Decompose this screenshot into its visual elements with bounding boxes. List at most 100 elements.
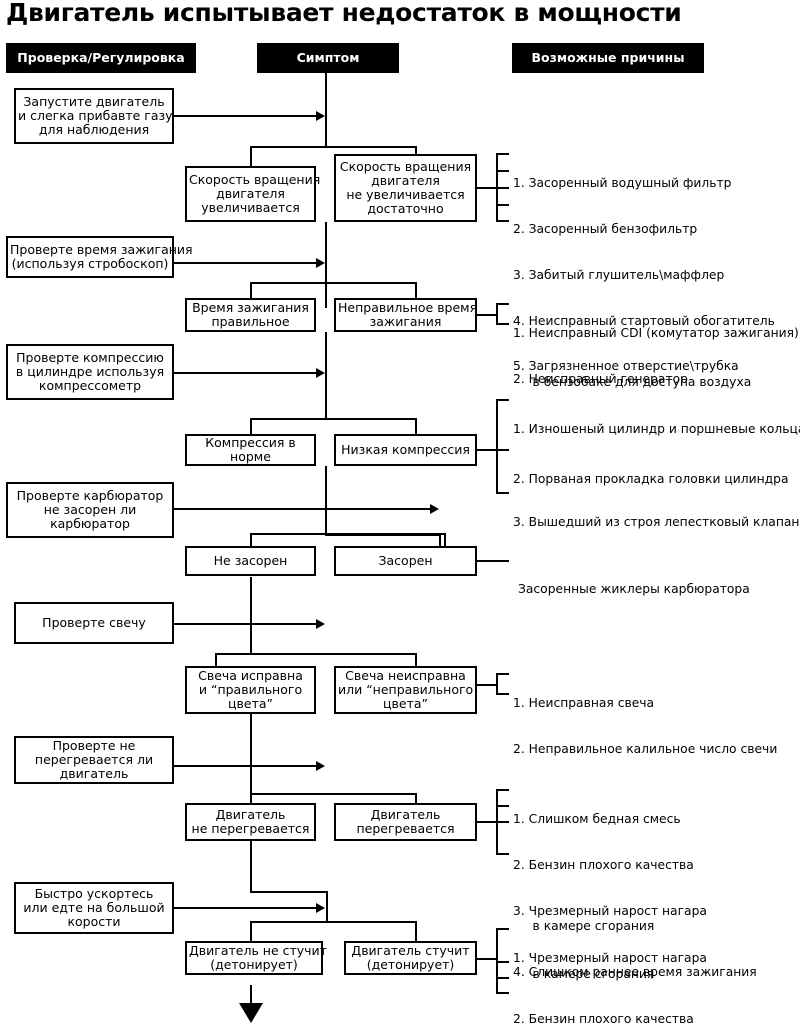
cause-item: 2. Бензин плохого качества xyxy=(513,1012,694,1027)
cause-item: 1. Неисправная свеча xyxy=(513,696,655,711)
cause-item: Засоренные жиклеры карбюратора xyxy=(518,582,750,597)
cause-lead-rpm xyxy=(477,187,497,189)
causes-list-compression-2: 2. Порваная прокладка головки цилиндра xyxy=(513,442,789,518)
causes-list-knock: 1. Чрезмерный нарост нагара в камере сго… xyxy=(513,921,709,1031)
spine-jog-accel xyxy=(250,891,328,893)
flow-end-arrow xyxy=(239,1003,263,1023)
cause-lead-overheating xyxy=(477,821,497,823)
cause-item: 1. Неисправный CDI (комутатор зажигания) xyxy=(513,326,799,341)
causes-list-rpm: 1. Засоренный водушный фильтр 2. Засорен… xyxy=(513,146,775,420)
column-header-symptom-label: Симптом xyxy=(296,50,360,66)
cause-tick-plug-2 xyxy=(496,693,509,695)
column-header-causes-label: Возможные причины xyxy=(531,50,685,66)
column-header-check-label: Проверка/Регулировка xyxy=(17,50,185,66)
spine-segment-7 xyxy=(250,841,252,893)
fork-2-bar xyxy=(250,282,417,284)
cause-item: 4. Неисправный стартовый обогатитель xyxy=(513,313,775,328)
cause-tick-rpm-5 xyxy=(496,220,509,222)
symptom-box-compression-bad-label: Низкая компрессия xyxy=(341,442,470,457)
cause-lead-carburetor xyxy=(477,560,509,562)
fork-2-right xyxy=(415,282,417,300)
connector-check-6 xyxy=(174,765,316,767)
connector-check-2-arrow xyxy=(316,258,325,268)
check-box-ignition-timing-label: Проверте время зажигания(используя строб… xyxy=(10,242,193,271)
symptom-box-no-knock: Двигатель не стучит(детонирует) xyxy=(185,941,327,975)
check-box-spark-plug: Проверте свечу xyxy=(14,602,174,644)
cause-item: 2. Неправильное калильное число свечи xyxy=(513,742,778,757)
cause-tick-plug-1 xyxy=(496,673,509,675)
column-header-causes: Возможные причины xyxy=(512,43,704,73)
cause-tick-overheating-3 xyxy=(496,821,509,823)
symptom-box-no-knock-label: Двигатель не стучит(детонирует) xyxy=(189,943,327,972)
cause-item: 1. Изношеный цилиндр и поршневые кольца xyxy=(513,422,800,437)
causes-list-timing: 1. Неисправный CDI (комутатор зажигания)… xyxy=(513,296,799,418)
symptom-box-carb-clogged-label: Засорен xyxy=(378,553,433,568)
check-box-spark-plug-label: Проверте свечу xyxy=(42,615,146,630)
cause-lead-compression xyxy=(477,449,497,451)
cause-item: 3. Чрезмерный нарост нагара в камере сго… xyxy=(513,903,707,934)
cause-tick-timing-2 xyxy=(496,323,509,325)
spine-segment-5b xyxy=(250,577,252,655)
cause-brace-compression xyxy=(496,399,498,493)
fork-3-right xyxy=(415,418,417,436)
fork-7-left xyxy=(250,921,252,943)
spine-segment-3 xyxy=(325,332,327,420)
cause-brace-knock xyxy=(496,928,498,993)
connector-check-3-arrow xyxy=(316,368,325,378)
spine-segment-6 xyxy=(250,707,252,795)
fork-6-left xyxy=(250,793,252,805)
column-header-check: Проверка/Регулировка xyxy=(6,43,196,73)
cause-item: 4. Слишком раннее время зажигания xyxy=(513,964,757,979)
symptom-box-knock: Двигатель стучит(детонирует) xyxy=(344,941,477,975)
cause-tick-rpm-4 xyxy=(496,204,509,206)
cause-tick-overheating-2 xyxy=(496,805,509,807)
symptom-box-compression-ok: Компрессия в норме xyxy=(185,434,316,466)
fork-1-bar xyxy=(250,146,417,148)
cause-brace-timing xyxy=(496,303,498,324)
spine-jog-carb xyxy=(325,534,441,536)
cause-item: 2. Засоренный бензофильтр xyxy=(513,222,698,237)
connector-check-4-arrow xyxy=(430,504,439,514)
fork-5-right xyxy=(415,653,417,669)
cause-item: 3. Забитый глушитель\маффлер xyxy=(513,267,725,282)
connector-check-4 xyxy=(174,508,430,510)
connector-check-7-arrow xyxy=(316,903,325,913)
column-header-symptom: Симптом xyxy=(257,43,399,73)
symptom-box-carb-clean: Не засорен xyxy=(185,546,316,576)
connector-check-1 xyxy=(174,115,316,117)
cause-lead-timing xyxy=(477,314,497,316)
fork-6-bar xyxy=(250,793,417,795)
cause-tick-knock-3 xyxy=(496,977,509,979)
causes-list-carburetor: Засоренные жиклеры карбюратора xyxy=(518,552,750,628)
connector-check-7 xyxy=(174,907,316,909)
fork-3-bar xyxy=(250,418,417,420)
causes-list-compression-3: 3. Вышедший из строя лепестковый клапан xyxy=(513,485,799,561)
cause-item: 1. Слишком бедная смесь xyxy=(513,812,681,827)
spine-segment-2 xyxy=(325,222,327,308)
cause-tick-rpm-3 xyxy=(496,187,509,189)
symptom-box-compression-bad: Низкая компрессия xyxy=(334,434,477,466)
fork-2-left xyxy=(250,282,252,300)
cause-tick-rpm-2 xyxy=(496,170,509,172)
spine-segment-9 xyxy=(250,985,252,1005)
fork-1-left xyxy=(250,146,252,168)
fork-4-bar xyxy=(250,533,446,535)
symptom-box-carb-clean-label: Не засорен xyxy=(213,553,288,568)
